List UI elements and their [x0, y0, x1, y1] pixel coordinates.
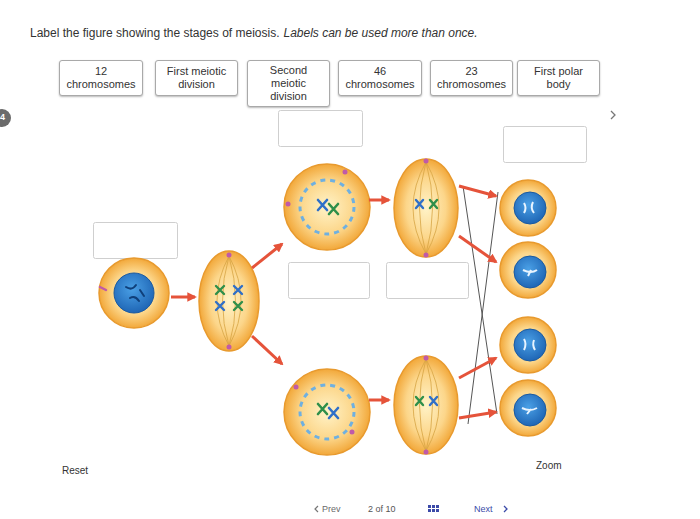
zoom-button: Zoom [536, 460, 562, 472]
label-chip: 46 chromosomes [338, 60, 422, 96]
label-chip: 23 chromosomes [430, 60, 513, 96]
label-chip: 12 chromosomes [59, 60, 143, 96]
chip-text: 12 chromosomes [64, 65, 138, 91]
chip-text: First meiotic division [160, 65, 233, 91]
next-button: Next [474, 504, 493, 515]
instruction-note: Labels can be used more than once. [283, 26, 477, 40]
label-chip: Second meiotic division [247, 60, 330, 107]
instruction-title: Label the figure showing the stages of m… [30, 26, 279, 40]
page-tab-number: 4 [0, 112, 5, 123]
chip-text: 46 chromosomes [343, 65, 417, 91]
reset-button: Reset [62, 465, 88, 477]
chip-text: 23 chromosomes [435, 65, 508, 91]
instruction-line: Label the figure showing the stages of m… [30, 26, 478, 40]
chip-text: Second meiotic division [252, 64, 325, 103]
chip-text: First polar body [522, 65, 595, 91]
label-chip: First polar body [517, 60, 600, 96]
prev-button: Prev [322, 504, 341, 515]
page-counter: 2 of 10 [368, 504, 396, 515]
label-chip: First meiotic division [155, 60, 238, 96]
